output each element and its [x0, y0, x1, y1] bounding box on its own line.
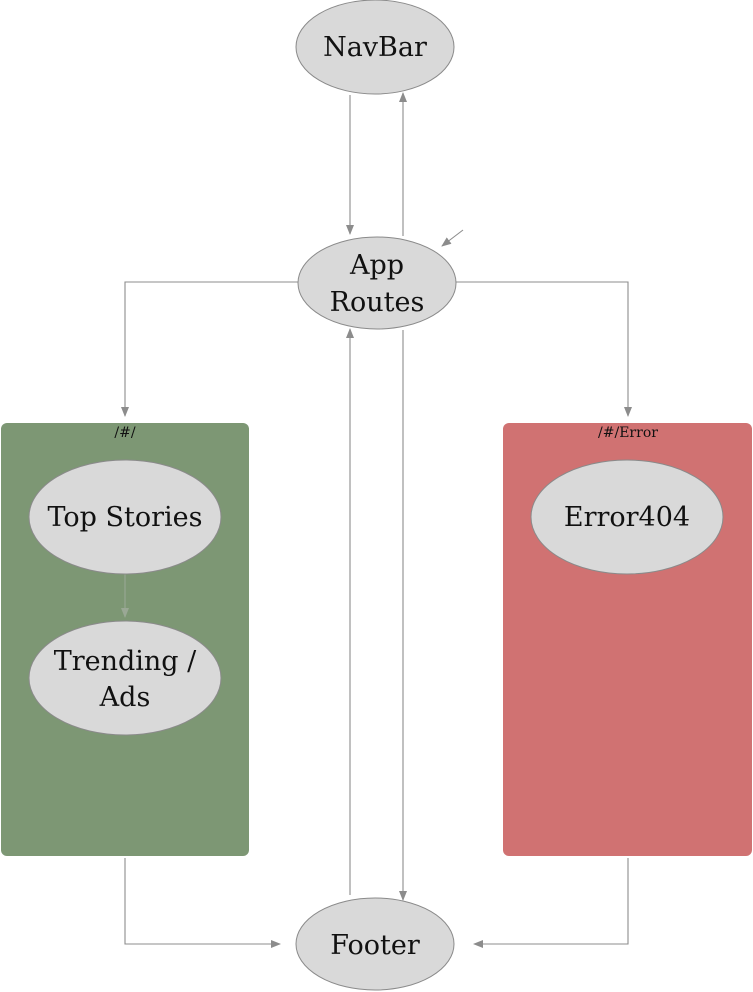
navbar-node: NavBar [295, 0, 455, 95]
error404-ellipse [530, 459, 724, 575]
error404-label: Error404 [564, 502, 690, 533]
trending-ads-label-line2: Ads [99, 682, 151, 713]
navbar-label: NavBar [323, 32, 427, 63]
error404-node: Error404 [530, 459, 724, 575]
top-stories-node: Top Stories [28, 459, 222, 575]
footer-node: Footer [295, 897, 455, 991]
edge-home-to-footer [124, 858, 281, 948]
edges [121, 92, 632, 948]
top-stories-label: Top Stories [47, 502, 202, 533]
edge-app-routes-to-error [455, 281, 632, 417]
app-routes-ellipse [297, 236, 457, 330]
app-routes-label-line2: Routes [330, 287, 425, 318]
app-routes-node: App Routes [297, 236, 457, 330]
edge-entry-to-app-routes [441, 229, 464, 247]
app-routes-label-line1: App [349, 250, 404, 281]
footer-ellipse [295, 897, 455, 991]
top-stories-ellipse [28, 459, 222, 575]
edge-error-to-footer [473, 858, 629, 948]
trending-ads-ellipse [28, 620, 222, 736]
trending-ads-label-line1: Trending / [54, 646, 197, 677]
footer-label: Footer [330, 930, 420, 961]
error-route-label: /#/Error [598, 425, 658, 441]
edge-app-routes-to-home [121, 281, 300, 417]
home-route-label: /#/ [114, 425, 135, 441]
navbar-ellipse [295, 0, 455, 95]
trending-ads-node: Trending / Ads [28, 620, 222, 736]
